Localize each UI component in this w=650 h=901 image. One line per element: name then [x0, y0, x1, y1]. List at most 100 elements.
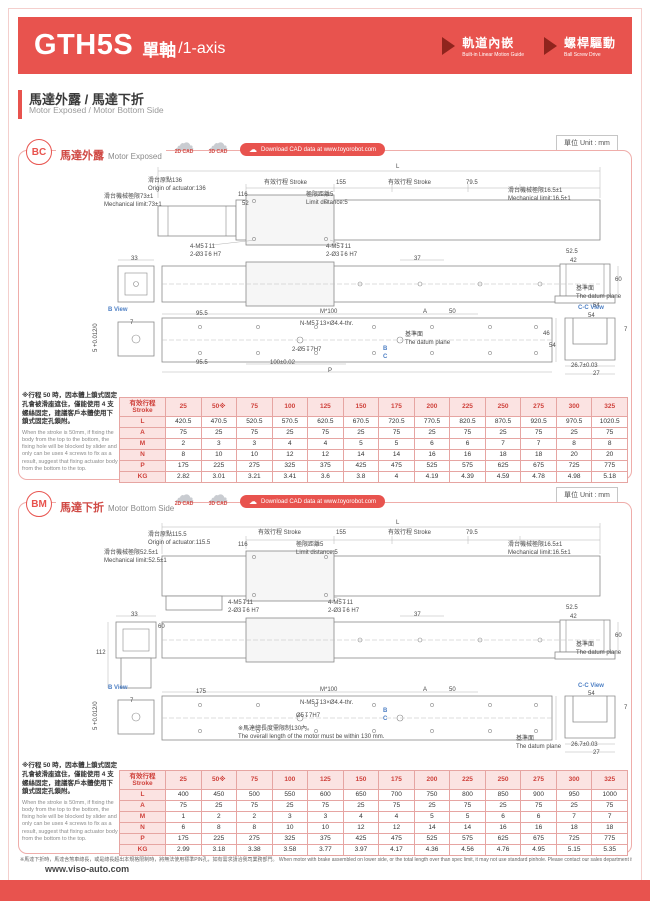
spec-cell: 6: [165, 821, 202, 834]
spec-cell: 820.5: [449, 415, 486, 428]
spec-cell: 1000: [591, 788, 628, 801]
bc-dim-52: 52: [242, 201, 249, 207]
download-cad-button[interactable]: ☁ Download CAD data at www.toyorobot.com: [240, 495, 386, 508]
panel-title-bm-en: Motor Bottom Side: [108, 504, 175, 513]
spec-cell: 675: [520, 459, 557, 472]
stroke-col-header: 200: [413, 397, 451, 417]
spec-cell: 5.15: [555, 843, 593, 856]
bc-stroke50-note: ※行程 50 時，因本體上鎖式固定孔會被滑座遮住，僅能使用 4 支螺絲固定，建議…: [22, 392, 118, 473]
spec-cell: 375: [307, 832, 344, 845]
spec-cell: 2.99: [165, 843, 202, 856]
cad-2d-cloud-icon: ☁: [173, 484, 195, 507]
spec-cell: 2: [200, 810, 238, 823]
spec-cell: 8: [236, 821, 273, 834]
bm-dim-50: 50: [449, 687, 456, 693]
bc-dim-stroke2: 有效行程 Stroke: [388, 180, 432, 186]
cad-2d-cloud-icon: ☁: [173, 132, 195, 155]
spec-cell: 650: [342, 788, 380, 801]
spec-cell: 7: [591, 810, 628, 823]
bc-dim-holes-a: 4-M5↧11 2-Ø3↧6 H7: [190, 244, 222, 258]
stroke-col-header: 125: [307, 397, 344, 417]
spec-cell: 175: [165, 832, 202, 845]
cad-3d-button[interactable]: ☁ 3D CAD: [200, 132, 236, 155]
spec-cell: 775: [591, 832, 628, 845]
series-label-zh: 單軸: [142, 41, 177, 60]
bm-dim-limit5: 極限距離5 Limit distance:5: [296, 542, 338, 556]
cad-2d-button[interactable]: ☁ 2D CAD: [166, 132, 202, 155]
spec-cell: 2.82: [165, 470, 202, 483]
row-label: M: [119, 810, 166, 823]
bc-dim-mech-left: 滑台機械極限73±1 Mechanical limit:73±1: [104, 194, 162, 208]
bm-dim-27: 27: [593, 750, 600, 756]
bm-dim-mech-left: 滑台機械極限52.5±1 Mechanical limit:52.5±1: [104, 550, 167, 564]
bm-dim-a: A: [423, 687, 428, 693]
spec-cell: 575: [449, 459, 486, 472]
spec-cell: 575: [449, 832, 486, 845]
panel-title-bc-zh: 馬達外露: [60, 150, 104, 162]
spec-cell: 16: [484, 821, 522, 834]
spec-cell: 3.18: [200, 843, 238, 856]
bm-dim-mech-right: 滑台機械極限16.5±1 Mechanical limit:16.5±1: [508, 542, 571, 556]
badge-ball-screw: 螺桿驅動 Ball Screw Drive: [543, 34, 616, 58]
spec-cell: 12: [378, 821, 415, 834]
bc-dim-42: 42: [570, 258, 577, 264]
spec-cell: 8: [555, 437, 593, 450]
spec-cell: 970.5: [555, 415, 593, 428]
bc-b-view-label: B View: [108, 307, 128, 313]
bm-dim-79-5: 79.5: [466, 530, 478, 536]
bm-dim-7-cc: 7: [624, 705, 628, 711]
spec-cell: 770.5: [413, 415, 451, 428]
footer-url: www.viso-auto.com: [45, 864, 130, 874]
spec-cell: 2: [236, 810, 273, 823]
bm-dim-m100: M*100: [320, 687, 338, 693]
spec-cell: 18: [555, 821, 593, 834]
spec-cell: 75: [520, 799, 557, 812]
row-label: P: [119, 832, 166, 845]
spec-cell: 12: [342, 821, 380, 834]
stroke-col-header: 225: [449, 770, 486, 790]
row-label: P: [119, 459, 166, 472]
spec-cell: 325: [271, 459, 309, 472]
bc-datum-bottom: 基準面 The datum plane: [405, 332, 451, 346]
arrow-right-icon: [543, 36, 557, 55]
bc-dim-m100: M*100: [320, 309, 338, 315]
section-subtitle: Motor Exposed / Motor Bottom Side: [29, 105, 164, 115]
spec-cell: 500: [236, 788, 273, 801]
cad-3d-cloud-icon: ☁: [207, 132, 229, 155]
bc-dim-116: 116: [238, 192, 248, 198]
bc-dim-7-cc: 7: [624, 327, 628, 333]
stroke-col-header: 175: [378, 397, 415, 417]
spec-cell: 3.6: [307, 470, 344, 483]
spec-cell: 18: [591, 821, 628, 834]
spec-cell: 4.78: [520, 470, 557, 483]
spec-cell: 4.76: [484, 843, 522, 856]
stroke-col-header: 300: [555, 770, 593, 790]
panel-badge-bm: BM: [26, 491, 52, 517]
cad-2d-button[interactable]: ☁ 2D CAD: [166, 484, 202, 507]
feature-badges: 軌道內嵌 Built-in Linear Motion Guide 螺桿驅動 B…: [442, 34, 616, 58]
bc-dim-60: 60: [615, 277, 622, 283]
spec-cell: 75: [378, 426, 415, 439]
bm-dim-tol5: 5 +0.012/0: [93, 701, 99, 730]
spec-cell: 870.5: [484, 415, 522, 428]
spec-cell: 8: [165, 448, 202, 461]
spec-cell: 670.5: [342, 415, 380, 428]
spec-cell: 470.5: [200, 415, 238, 428]
spec-cell: 700: [378, 788, 415, 801]
bc-dim-54-cc: 54: [588, 313, 595, 319]
spec-cell: 225: [200, 832, 238, 845]
spec-cell: 14: [378, 448, 415, 461]
page-header: GTH5S 單軸 /1-axis 軌道內嵌 Built-in Linear Mo…: [18, 17, 632, 74]
spec-cell: 75: [378, 799, 415, 812]
stroke-col-header: 100: [271, 397, 309, 417]
bc-dim-54-side: 54: [593, 303, 600, 309]
spec-cell: 4: [307, 437, 344, 450]
cad-3d-button[interactable]: ☁ 3D CAD: [200, 485, 236, 507]
bc-dim-155: 155: [336, 180, 347, 186]
download-cad-button[interactable]: ☁ Download CAD data at www.toyorobot.com: [240, 143, 386, 156]
